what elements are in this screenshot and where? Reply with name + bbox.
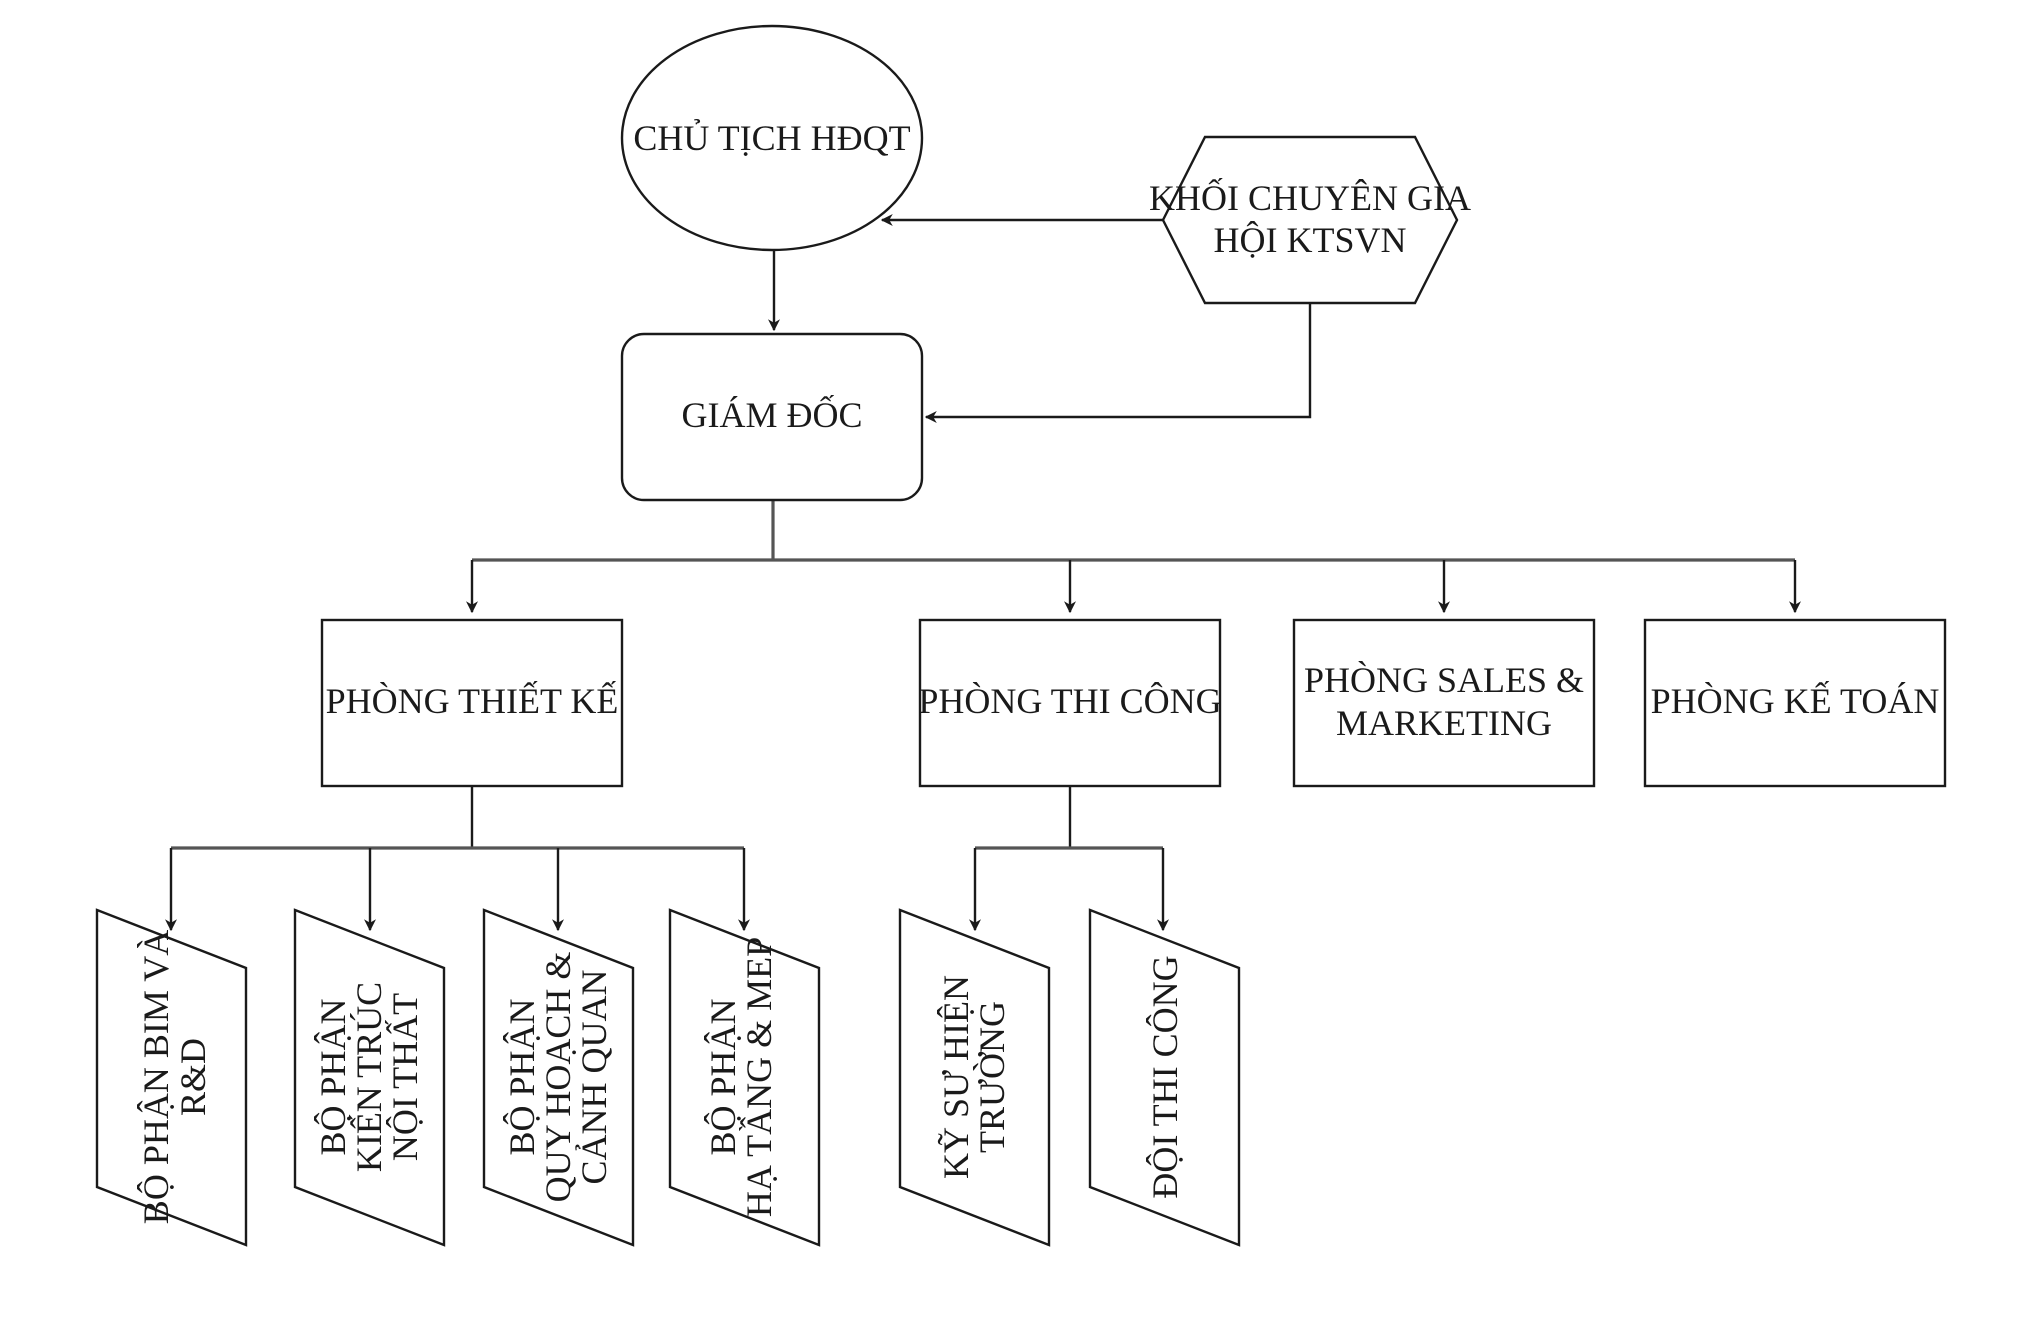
node-unit-site-engineer: KỸ SƯ HIỆN TRƯỜNG (898, 908, 1051, 1247)
node-dept-construction-label: PHÒNG THI CÔNG (918, 681, 1221, 721)
node-unit-bim-line-2: R&D (173, 1038, 213, 1116)
node-dept-design: PHÒNG THIẾT KẾ (320, 618, 624, 788)
connector-expert-director (924, 303, 1312, 423)
node-expert-block-line-1: KHỐI CHUYÊN GIA (1149, 177, 1471, 218)
node-dept-design-label: PHÒNG THIẾT KẾ (326, 681, 619, 721)
node-dept-accounting-label: PHÒNG KẾ TOÁN (1651, 681, 1940, 721)
node-unit-architecture-line-1: BỘ PHẬN (313, 998, 353, 1155)
node-unit-planning-line-3: CẢNH QUAN (574, 970, 614, 1185)
node-dept-accounting: PHÒNG KẾ TOÁN (1643, 618, 1947, 788)
node-unit-bim: BỘ PHẬN BIM VÀ R&D (95, 908, 248, 1247)
node-unit-architecture-line-3: NỘI THẤT (385, 993, 425, 1161)
node-unit-architecture: BỘ PHẬN KIẾN TRÚC NỘI THẤT (293, 908, 446, 1247)
node-expert-block-line-2: HỘI KTSVN (1214, 220, 1407, 260)
node-dept-sales-line-2: MARKETING (1336, 703, 1552, 743)
node-unit-infrastructure-line-2: HẠ TẦNG & MEP (739, 937, 779, 1217)
node-dept-sales-line-1: PHÒNG SALES & (1304, 660, 1584, 700)
node-dept-sales: PHÒNG SALES & MARKETING (1292, 618, 1596, 788)
node-unit-planning-line-2: QUY HOẠCH & (538, 952, 578, 1203)
node-unit-construction-team-line-1: ĐỘI THI CÔNG (1145, 955, 1185, 1198)
node-unit-site-engineer-line-1: KỸ SƯ HIỆN (936, 975, 976, 1179)
node-unit-planning: BỘ PHẬN QUY HOẠCH & CẢNH QUAN (482, 908, 635, 1247)
connectors (165, 214, 1801, 932)
node-unit-bim-line-1: BỘ PHẬN BIM VÀ (136, 930, 176, 1224)
node-unit-planning-line-1: BỘ PHẬN (502, 998, 542, 1155)
node-chairman: CHỦ TỊCH HĐQT (620, 24, 924, 252)
node-unit-site-engineer-line-2: TRƯỜNG (972, 1001, 1012, 1153)
node-unit-infrastructure-line-1: BỘ PHẬN (703, 998, 743, 1155)
node-unit-architecture-line-2: KIẾN TRÚC (349, 982, 389, 1172)
node-unit-infrastructure: BỘ PHẬN HẠ TẦNG & MEP (668, 908, 821, 1247)
node-director: GIÁM ĐỐC (620, 332, 924, 502)
node-director-label: GIÁM ĐỐC (681, 394, 862, 435)
node-chairman-label: CHỦ TỊCH HĐQT (633, 118, 910, 158)
node-dept-construction: PHÒNG THI CÔNG (918, 618, 1222, 788)
node-expert-block: KHỐI CHUYÊN GIA HỘI KTSVN (1149, 135, 1471, 305)
node-unit-construction-team: ĐỘI THI CÔNG (1088, 908, 1241, 1247)
